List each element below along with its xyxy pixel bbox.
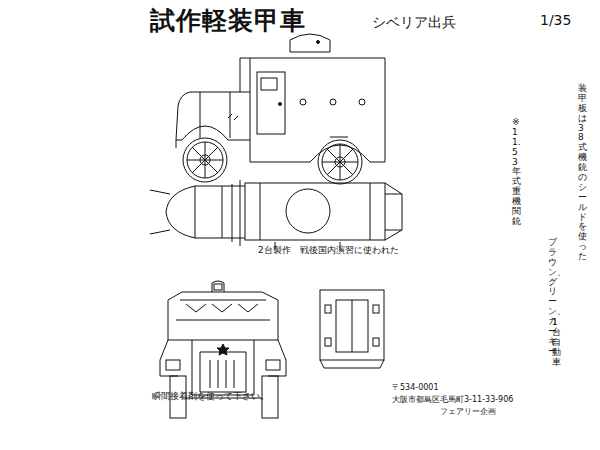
scale-label: 1/35 [540,12,571,28]
armor-note: 装甲板は38式機銃のシールドを使った [578,84,587,262]
glue-note: 瞬間接着剤を使って下さい。 [152,390,269,403]
vehicle-note: 1台自動車 [552,318,561,367]
sheet-title: 試作軽装甲車 [150,4,306,37]
subtitle: シベリア出兵 [372,14,456,32]
address: 大阪市都島区毛馬町3-11-33-906 [392,394,513,405]
publisher: フェアリー企画 [440,406,496,417]
armament-note: ※11.5 3年式重機関銃 [512,118,521,227]
side-view [176,34,385,184]
postal-code: 〒534-0001 [392,382,439,393]
history-note: 2台製作 戦後国内演習に使われた [258,244,399,257]
rear-view [320,290,384,368]
top-view [150,180,402,250]
